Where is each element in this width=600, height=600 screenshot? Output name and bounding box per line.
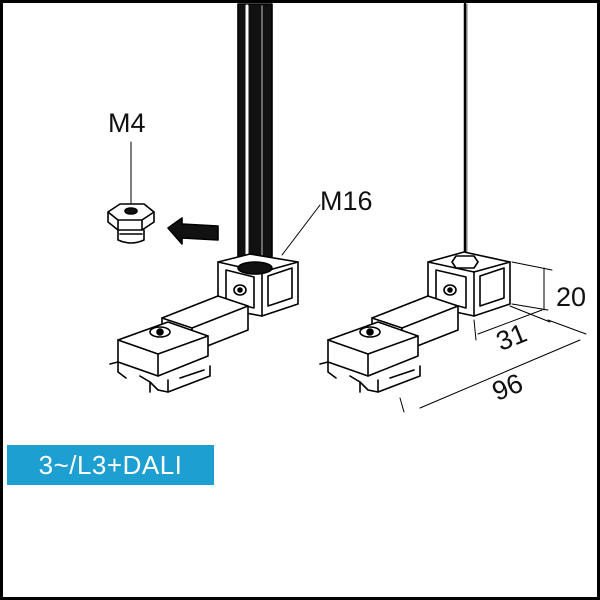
right-bracket-block [427,251,511,317]
m4-nut [107,141,155,244]
left-bracket-block [217,253,299,317]
m16-leader-line [281,204,321,256]
dimension-depth-label: 31 [492,318,531,357]
left-mounting-rail [109,295,249,393]
right-mounting-rail [319,295,459,393]
m16-label: M16 [320,186,373,216]
insert-arrow [167,217,219,245]
suspension-wire [463,2,468,260]
dimension-length-label: 96 [488,368,527,407]
suspension-tube [237,3,273,273]
dimension-height-label: 20 [556,282,586,312]
dimension-lines [399,261,587,413]
m4-label: M4 [108,108,146,138]
product-variant-badge: 3~/L3+DALI [7,445,214,485]
